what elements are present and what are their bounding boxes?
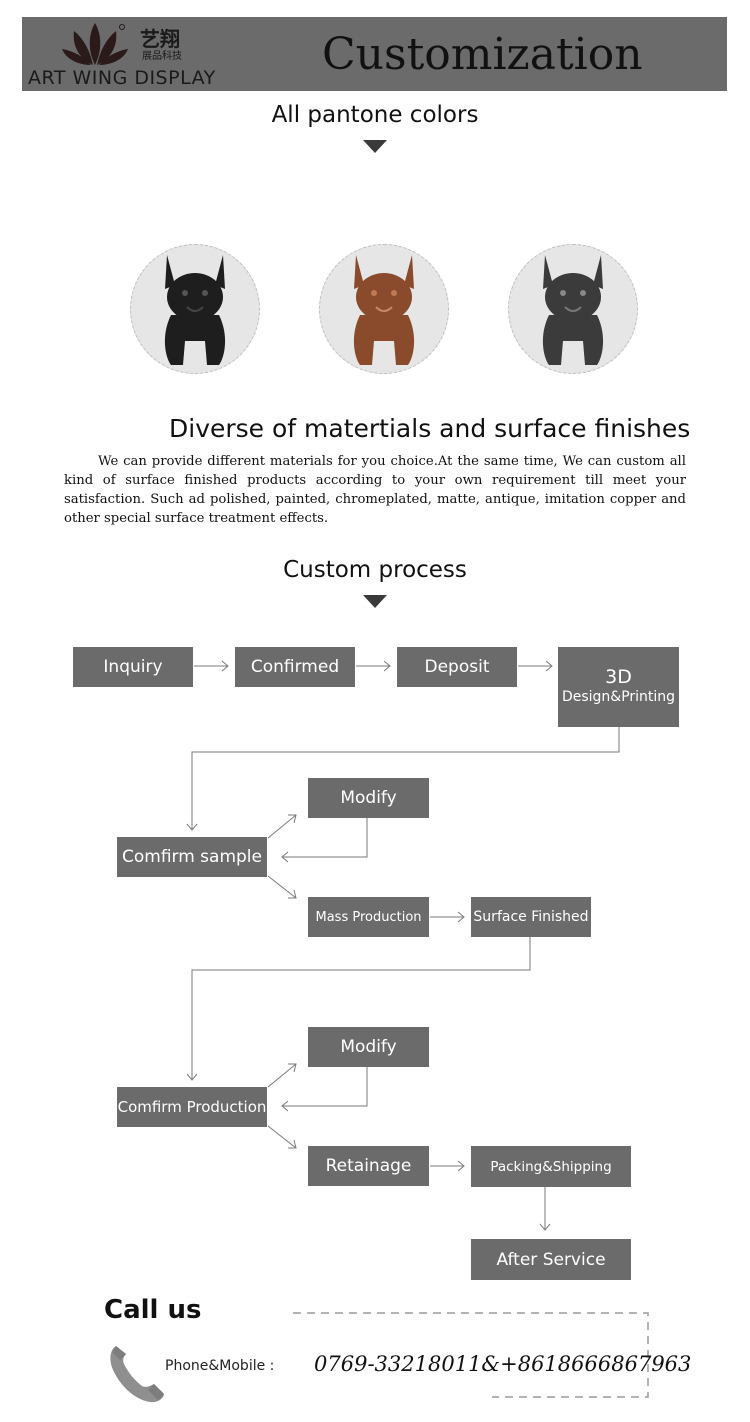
brand-name-en: ART WING DISPLAY: [28, 67, 216, 89]
step-confirmed: Confirmed: [235, 647, 355, 687]
swatch-copper: [319, 244, 449, 374]
phone-number[interactable]: 0769-33218011&+8618666867963: [314, 1352, 692, 1376]
step-confirm-production: Comfirm Production: [117, 1087, 267, 1127]
brand-name-cn: 艺翔: [140, 27, 180, 51]
bulldog-figure-icon: [542, 255, 604, 365]
call-us-title: Call us: [104, 1295, 202, 1325]
brand-subtitle-cn: 展品科技: [142, 51, 182, 62]
bulldog-figure-icon: [353, 255, 415, 365]
colors-section-title: All pantone colors: [271, 102, 479, 128]
step-3d-label: 3D: [605, 666, 632, 688]
materials-description: We can provide different materials for y…: [64, 454, 686, 526]
swatch-gunmetal: [508, 244, 638, 374]
step-modify-production: Modify: [308, 1027, 429, 1067]
down-triangle-icon: [363, 595, 387, 608]
step-design-printing-label: Design&Printing: [561, 689, 676, 705]
step-modify-sample: Modify: [308, 778, 429, 818]
step-retainage: Retainage: [308, 1146, 429, 1186]
step-3d-design-printing: 3D Design&Printing: [558, 647, 679, 727]
step-packing-shipping: Packing&Shipping: [471, 1146, 631, 1187]
phone-label: Phone&Mobile :: [165, 1358, 275, 1374]
page-title: Customization: [322, 29, 643, 80]
step-deposit: Deposit: [397, 647, 517, 687]
swatch-black: [130, 244, 260, 374]
step-surface-finished: Surface Finished: [471, 897, 591, 937]
phone-icon: [110, 1346, 164, 1403]
step-mass-production: Mass Production: [308, 897, 429, 937]
step-confirm-sample: Comfirm sample: [117, 837, 267, 877]
step-after-service: After Service: [471, 1239, 631, 1280]
lotus-logo-icon: [62, 23, 128, 65]
down-triangle-icon: [363, 140, 387, 153]
step-inquiry: Inquiry: [73, 647, 193, 687]
bulldog-figure-icon: [164, 255, 226, 365]
header-bar: 艺翔 展品科技 ART WING DISPLAY Customization: [22, 17, 727, 91]
phone-dashed-frame: [293, 1312, 649, 1398]
materials-title: Diverse of matertials and surface finish…: [169, 414, 691, 443]
process-title: Custom process: [283, 557, 467, 583]
